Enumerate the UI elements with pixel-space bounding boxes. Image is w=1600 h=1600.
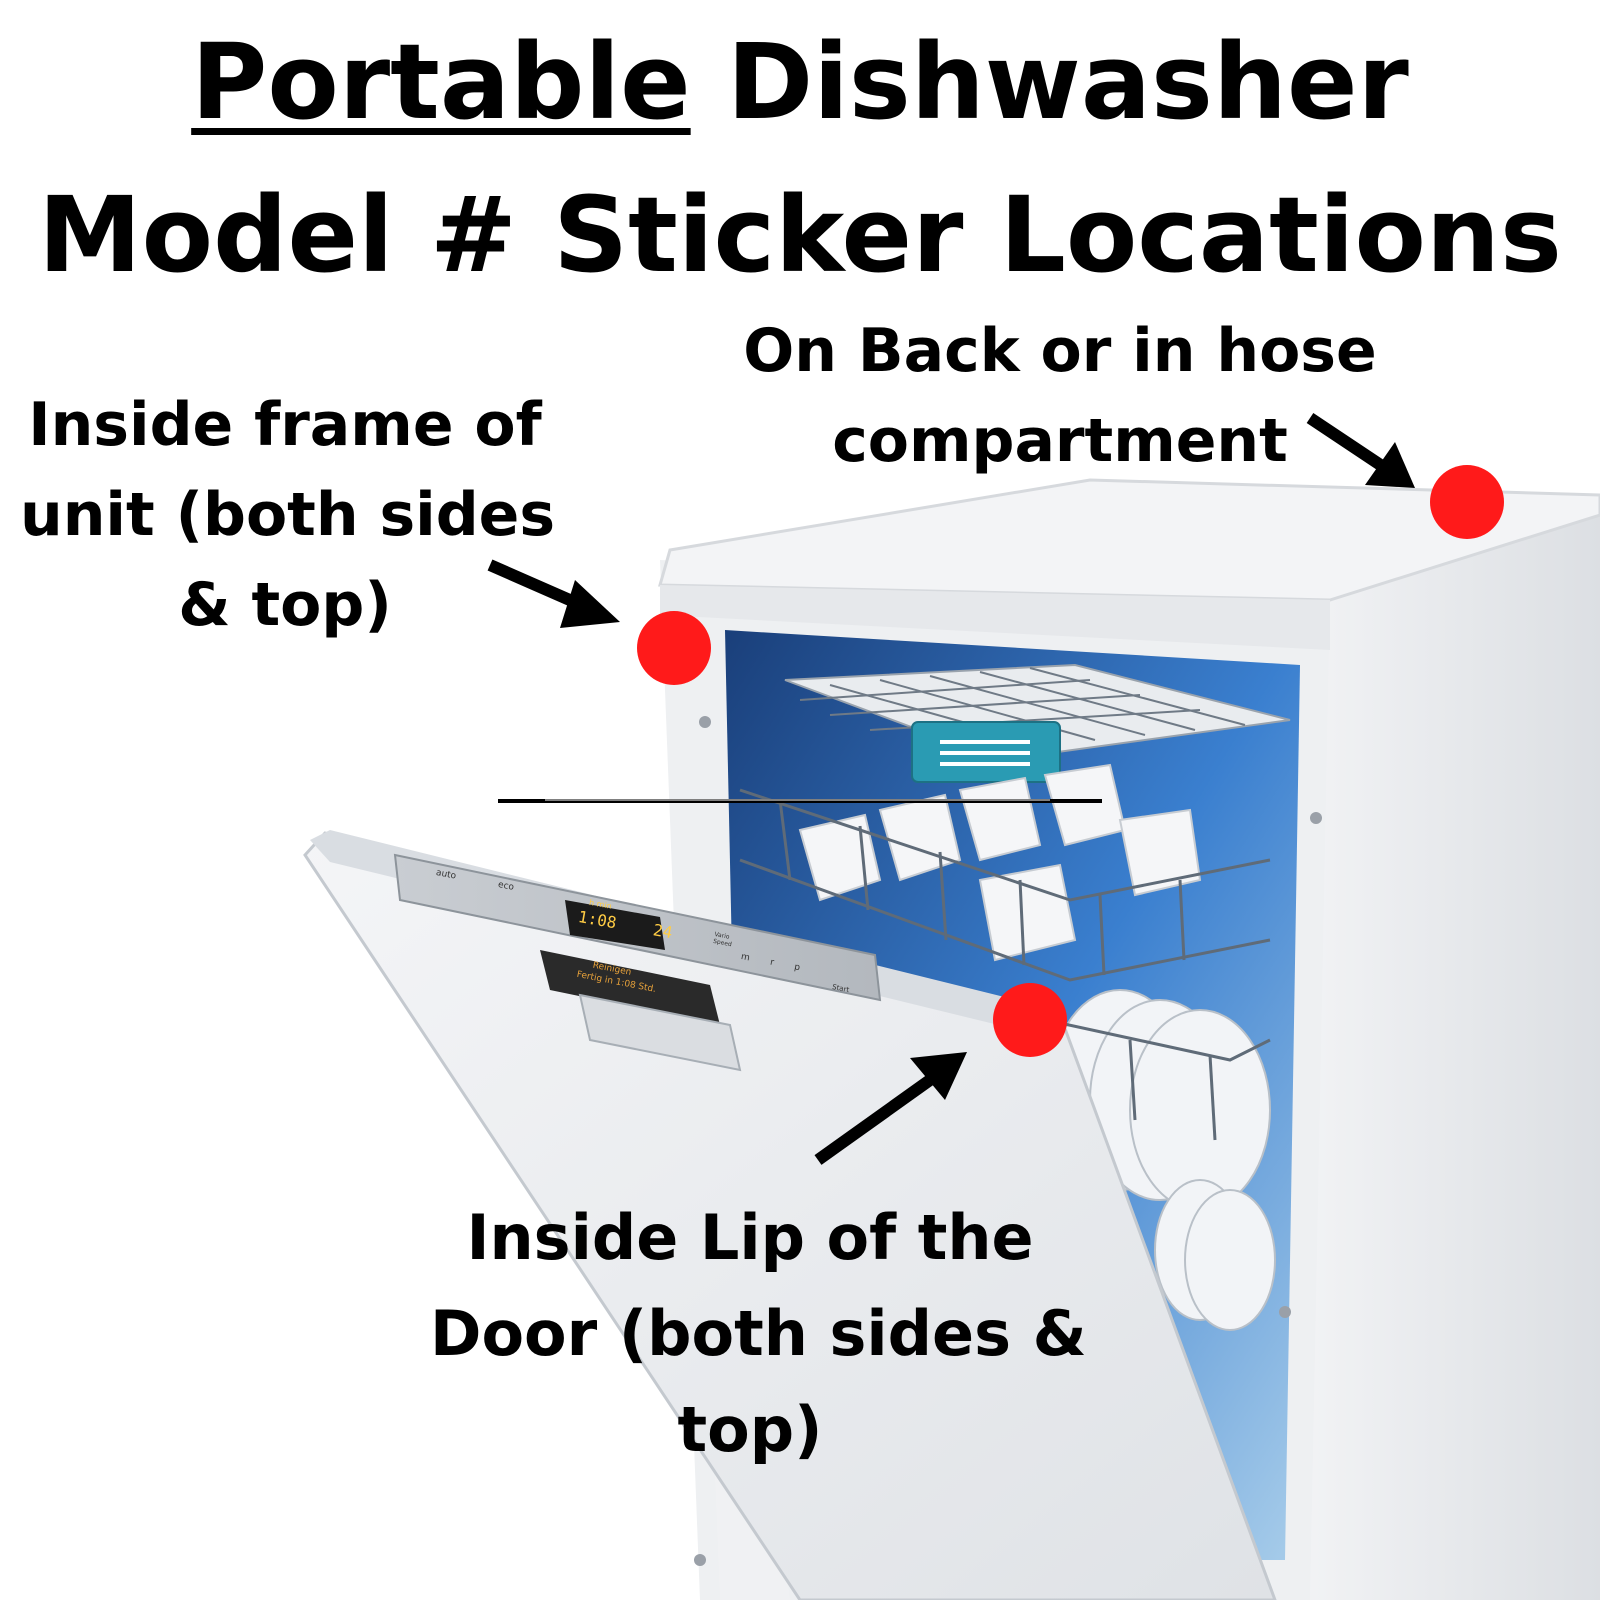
label-back-line-2: compartment: [832, 406, 1288, 476]
page-title-line-1: Portable Dishwasher: [0, 30, 1600, 134]
plates: [1049, 989, 1276, 1331]
marker-door: [993, 983, 1067, 1057]
label-door-lip: Inside Lip of the Door (both sides & top…: [430, 1190, 1087, 1478]
title-rest: Dishwasher: [690, 21, 1409, 143]
upper-rack: [739, 788, 1271, 982]
arrow-door: [814, 1052, 967, 1165]
label-door-line-2: Door (both sides &: [430, 1297, 1087, 1371]
cabinet-top-lip: [660, 585, 1330, 650]
page-title-line-2: Model # Sticker Locations: [38, 174, 1562, 296]
label-back-hose: On Back or in hose compartment: [740, 306, 1380, 486]
label-back-line-1: On Back or in hose: [743, 316, 1377, 386]
label-frame-line-3: & top): [178, 570, 392, 640]
label-inside-frame: Inside frame of unit (both sides & top): [20, 380, 556, 650]
message-window: [540, 950, 720, 1025]
marker-back: [1430, 465, 1504, 539]
label-door-line-3: top): [677, 1393, 823, 1467]
label-frame-line-2: unit (both sides: [20, 480, 556, 550]
label-door-line-1: Inside Lip of the: [466, 1201, 1034, 1274]
door-handle: [578, 993, 742, 1072]
title-underlined-word: Portable: [191, 21, 691, 143]
arrow-back: [1306, 413, 1415, 488]
marker-frame: [637, 611, 711, 685]
display: [565, 900, 665, 950]
screws: [694, 716, 1322, 1566]
label-frame-line-1: Inside frame of: [28, 390, 542, 460]
tray-handle-lines: [940, 740, 1030, 766]
cabinet-side: [1300, 500, 1600, 1600]
arrow-frame: [487, 559, 620, 628]
